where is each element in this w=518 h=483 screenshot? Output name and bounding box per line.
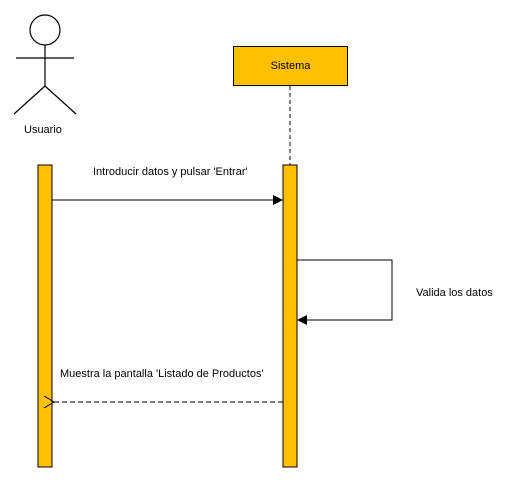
validation-message-label: Valida los datos bbox=[416, 287, 493, 299]
actor-stick-figure-icon bbox=[13, 14, 77, 115]
actor-head bbox=[29, 14, 61, 46]
system-activation-bar bbox=[282, 164, 298, 468]
system-label: Sistema bbox=[270, 60, 311, 72]
actor-activation-bar bbox=[37, 164, 53, 468]
actor-label: Usuario bbox=[24, 124, 62, 136]
actor-right-leg bbox=[44, 85, 77, 115]
self-validation-arrow bbox=[297, 259, 393, 325]
response-message-label: Muestra la pantalla 'Listado de Producto… bbox=[60, 368, 264, 380]
actor-left-leg bbox=[13, 85, 46, 115]
system-lifeline-head: Sistema bbox=[233, 46, 348, 86]
request-message-label: Introducir datos y pulsar 'Entrar' bbox=[93, 166, 248, 178]
